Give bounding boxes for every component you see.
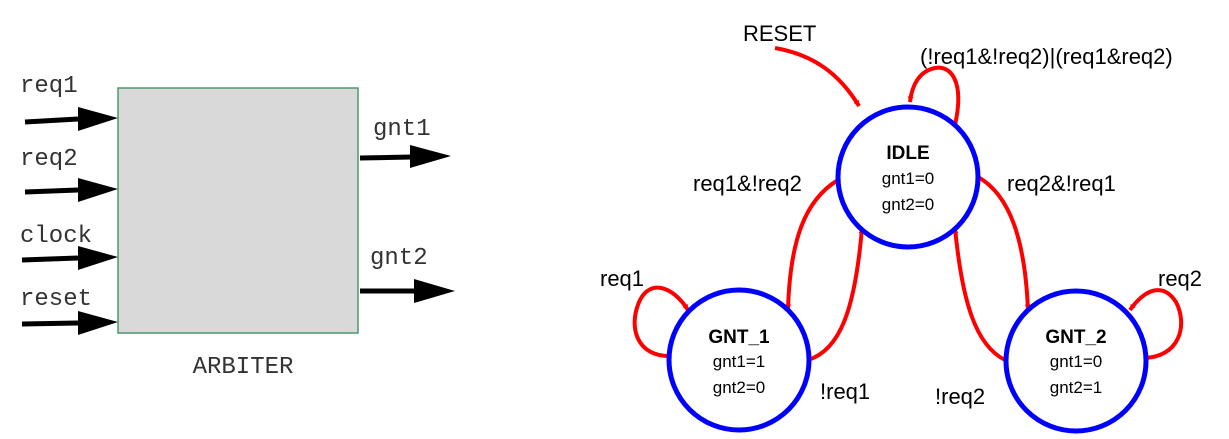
input-arrow-reset <box>21 320 79 327</box>
output-arrowhead-gnt2 <box>414 279 455 303</box>
state-gnt-2-gnt1: gnt1=0 <box>1050 352 1102 371</box>
input-arrow-req2 <box>24 187 79 195</box>
state-gnt-1-name: GNT_1 <box>708 327 770 348</box>
gnt1-self-loop-label: req1 <box>600 266 644 291</box>
idle-to-gnt1-transition <box>785 178 840 311</box>
state-idle: IDLE gnt1=0 gnt2=0 <box>835 104 981 250</box>
arbiter-label: ARBITER <box>193 354 294 381</box>
state-gnt-2: GNT_2 gnt1=0 gnt2=1 <box>1003 288 1149 434</box>
idle-self-loop-label: (!req1&!req2)|(req1&req2) <box>920 44 1173 69</box>
gnt1-self-loop <box>632 285 690 359</box>
state-gnt-2-name: GNT_2 <box>1045 327 1106 348</box>
input-label-reset: reset <box>20 286 92 313</box>
gnt2-to-idle-label: !req2 <box>935 384 985 409</box>
arbiter-block <box>117 87 359 334</box>
idle-to-gnt1-label: req1&!req2 <box>693 171 802 196</box>
gnt2-self-loop <box>1128 288 1184 360</box>
output-label-gnt2: gnt2 <box>370 245 428 272</box>
state-idle-name: IDLE <box>886 143 929 164</box>
state-gnt-1: GNT_1 gnt1=1 gnt2=0 <box>666 287 812 433</box>
input-arrowhead-reset <box>78 311 118 335</box>
input-label-clock: clock <box>20 223 92 250</box>
state-idle-gnt2: gnt2=0 <box>882 195 934 214</box>
state-gnt-2-gnt2: gnt2=1 <box>1050 378 1102 397</box>
output-arrow-gnt1 <box>359 154 413 161</box>
output-label-gnt1: gnt1 <box>373 116 431 143</box>
idle-to-gnt2-label: req2&!req1 <box>1007 171 1116 196</box>
state-gnt-1-circle <box>666 287 812 433</box>
input-arrow-clock <box>21 255 79 263</box>
reset-transition <box>774 46 861 108</box>
input-label-req1: req1 <box>20 73 78 100</box>
gnt2-self-loop-label: req2 <box>1158 266 1202 291</box>
state-gnt-1-gnt2: gnt2=0 <box>713 378 765 397</box>
state-idle-circle <box>835 104 981 250</box>
gnt1-to-idle-label: !req1 <box>820 379 870 404</box>
state-gnt-1-gnt1: gnt1=1 <box>713 352 765 371</box>
idle-self-loop <box>907 65 961 126</box>
reset-label: RESET <box>743 21 816 46</box>
gnt2-to-idle-transition <box>952 227 1006 362</box>
arbiter-block-group: ARBITER req1 req2 clock reset gnt1 gnt2 <box>20 73 455 381</box>
input-arrow-req1 <box>24 116 79 125</box>
state-idle-gnt1: gnt1=0 <box>882 169 934 188</box>
gnt1-to-idle-transition <box>807 227 865 362</box>
input-arrowhead-req2 <box>78 178 118 202</box>
input-arrowhead-req1 <box>78 107 118 131</box>
output-arrowhead-gnt1 <box>410 145 451 168</box>
state-machine: RESET (!req1&!req2)|(req1&req2) req1&!re… <box>600 21 1202 434</box>
input-label-req2: req2 <box>20 146 78 173</box>
state-gnt-2-circle <box>1003 288 1149 434</box>
idle-to-gnt2-transition <box>977 175 1031 311</box>
input-arrowhead-clock <box>78 246 118 270</box>
